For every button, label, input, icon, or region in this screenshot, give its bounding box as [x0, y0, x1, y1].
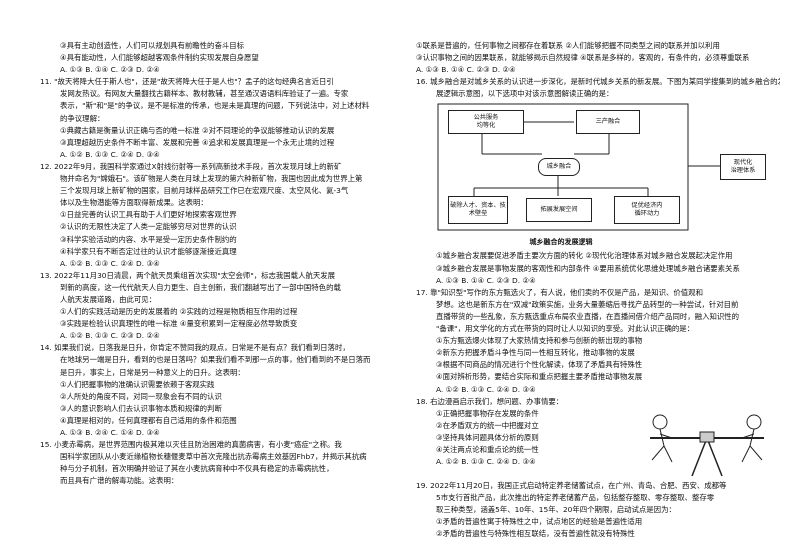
- text-line: A. ①② B. ①③ C. ②④ D. ③④: [60, 149, 160, 159]
- question-16-block: ①联系是普遍的，任何事物之间都存在着联系 ②人们能够把握不同类型之间的联系并加以…: [416, 40, 780, 100]
- box-modern-governance: 现代化 治理体系: [720, 154, 766, 181]
- text-line: 19. 2022年11月20日，我国正式启动特定养老储蓄试点，在广州、青岛、合肥…: [416, 480, 727, 490]
- text-line: ③坚持具体问题具体分析的原则: [436, 432, 539, 442]
- text-line: 发网友热议。有网友大量翻找古籍样本、教材教辅，甚至通汉语语料库验证了一遍。专家: [60, 89, 349, 99]
- text-line: ②认识的无限性决定了人类一定能够穷尽对世界的认识: [60, 222, 237, 232]
- text-line: 国科学家团队从小麦近缘植物长穗偃麦草中首次克隆出抗赤霉病主效基因Fhb7，并揭示…: [60, 452, 367, 462]
- text-line: ①矛盾的普遍性寓于特殊性之中，试点地区的经验是普遍性适用: [436, 516, 643, 526]
- text-line: 15. 小麦赤霉病，是世界范围内极其难以灭佳且防治困难的真菌病害，有小麦"癌症"…: [40, 440, 342, 450]
- text-line: ②在矛盾双方的统一中把握对立: [436, 420, 539, 430]
- text-line: ②人所处的角度不同，对同一现象会有不同的认识: [60, 391, 222, 401]
- text-line: 13. 2022年11月30日清晨，两个航天员乘组首次实现"太空会师"，标志我国…: [40, 270, 336, 280]
- question-18-text: 18. 右边漫画启示我们，想问题、办事情要： ①正确把握事物存在发展的条件 ②在矛盾…: [416, 396, 636, 469]
- text-line: ③科学实验活动的内容、水平是受一定历史条件制约的: [60, 234, 237, 244]
- text-line: 16. 城乡融合是对城乡关系的认识进一步深化，是新时代城乡关系的新发展。下图为某…: [416, 77, 780, 87]
- text-line: 体以及生物潜能等方面取得新成果。这表明：: [60, 198, 208, 208]
- text-line: A. ①② B. ①③ C. ②④ D. ③④: [436, 457, 536, 467]
- text-line: 物并命名为"嫦娥石"。该矿物是人类在月球上发现的第六种新矿物，我国也因此成为世界…: [60, 174, 363, 184]
- text-line: 三个发现月球上新矿物的国家，目前月球样品研究工作已在宏观尺度、太空风化、氦-3气: [60, 186, 349, 196]
- box-talent-barriers: 破除人才、资本、技术壁垒: [448, 196, 508, 225]
- text-line: ③根据不同商品的情况进行个性化解读，体现了矛盾具有特殊性: [436, 360, 643, 370]
- question-18-block: 18. 右边漫画启示我们，想问题、办事情要： ①正确把握事物存在发展的条件 ②在矛盾…: [416, 396, 780, 480]
- text-line: 种与分子机制，首次明确并验证了其在小麦抗病育种中不仅具有稳定的赤霉病抗性，: [60, 464, 334, 474]
- text-line: 11. "故天将降大任于斯人也"，还是"故天将降大任于是人也"？孟子的这句经典名…: [40, 77, 334, 87]
- question-19-block: 19. 2022年11月20日，我国正式启动特定养老储蓄试点，在广州、青岛、合肥…: [416, 480, 780, 540]
- text-line: ①典藏古籍是衡量认识正确与否的唯一标准 ②对不同理论的争议能够推动认识的发展: [60, 125, 335, 135]
- text-line: ①人们的实践活动是历史的发展着的 ②实践的过程是物质相互作用的过程: [60, 307, 298, 317]
- tug-of-war-cartoon-icon: [650, 414, 764, 476]
- text-line: 展逻辑示意图，以下选项中对该示意图解读正确的是：: [436, 89, 614, 99]
- text-line: ②矛盾的普遍性与特殊性相互联结，没有普遍性就没有特殊性: [436, 528, 635, 538]
- text-line: ②新东方把握矛盾斗争性与同一性相互转化，推动事物的发展: [436, 348, 635, 358]
- text-line: A. ①③ B. ①④ C. ②③ D. ②④: [60, 65, 160, 75]
- text-line: A. ①③ B. ②④ C. ①④ D. ③④: [60, 428, 160, 437]
- text-line: ④关注两点论和重点论的统一性: [436, 444, 539, 454]
- text-line: 人航天发展道路，由此可见：: [60, 294, 157, 304]
- text-line: ①日益完善的认识工具有助于人们更好地探索客观世界: [60, 210, 237, 220]
- left-column: ③具有主动创造性，人们可以规划具有前瞻性的奋斗目标 ④具有能动性，人们能够超越客观…: [40, 40, 404, 487]
- text-line: 而且具有广谱的解毒功能。这表明：: [60, 476, 179, 486]
- text-line: ④真理是相对的，任何真理都有自己适用的条件和范围: [60, 415, 237, 425]
- text-line: ③认识事物之间的因果联系，就能够揭示自然规律 ④联系是多样的，客观的，有条件的，…: [416, 53, 750, 63]
- text-line: 到新的高度，这一代代航天人自力更生、自主创新，我们翻越写出了一部中国特色的载: [60, 282, 341, 292]
- text-line: 在地球另一端是日升，看到的也是日落吗？如果我们看不到那一点的事，他们看到的不是日…: [60, 355, 371, 365]
- text-line: 梦想。这也是新东方在"双减"政策实施，业务大量萎缩后寻找产品转型的一种尝试，针对…: [436, 299, 739, 309]
- text-line: A. ①② B. ①③ C. ②④ D. ③④: [436, 384, 536, 394]
- text-line: ①联系是普遍的，任何事物之间都存在着联系 ②人们能够把握不同类型之间的联系并加以…: [416, 41, 720, 50]
- box-industry-fusion: 三产融合: [576, 110, 640, 135]
- text-line: A. ①③ B. ①④ C. ②③ D. ②④: [416, 65, 516, 75]
- diagram-caption: 城乡融合的发展逻辑: [529, 238, 593, 247]
- urban-rural-diagram: 公共服务 均等化 三产融合 城乡融合 现代化 治理体系 破除人才、资本、技术壁垒…: [434, 102, 780, 248]
- text-line: "备课"，用文学化的方式在带货的同时让人以知识的享受。对此认识正确的是：: [436, 324, 695, 334]
- text-line: 12. 2022年9月，我国科学家通过X射线衍射等一系列高新技术手段，首次发现月…: [40, 161, 342, 171]
- question-16-17-block: ①城乡融合发展要促进矛盾主要次方面的转化 ②现代化治理体系对城乡融合发展起决定作…: [416, 250, 780, 395]
- box-public-service: 公共服务 均等化: [448, 110, 524, 135]
- diagram-arrows: [437, 103, 720, 231]
- text-line: ④面对辨析形势，要结合实际和重点把握主要矛盾推动事物发展: [436, 372, 643, 382]
- text-line: A. ①② B. ①③ C. ②③ D. ②④: [60, 331, 160, 341]
- text-line: ①正确把握事物存在发展的条件: [436, 408, 539, 418]
- text-line: ③具有主动创造性，人们可以规划具有前瞻性的奋斗目标: [60, 41, 245, 50]
- text-line: ④具有能动性，人们能够超越客观条件制约实现发展自身愿望: [60, 53, 259, 63]
- text-line: ①东方甄选爆火体现了大家热情支持和参与创新的新出现的事物: [436, 336, 643, 346]
- text-line: 的争议理解：: [60, 113, 105, 123]
- box-expand-space: 拓展发展空间: [526, 198, 592, 223]
- text-line: ③城乡融合发展是事物发展的客观性和内部条件 ④要用系统优化思维处理城乡融合诸要素…: [436, 263, 740, 273]
- box-economic-cycle: 促优经济内 循环动力: [614, 196, 680, 225]
- text-line: ①城乡融合发展要促进矛盾主要次方面的转化 ②现代化治理体系对城乡融合发展起决定作…: [436, 251, 733, 261]
- text-line: A. ①③ B. ①④ C. ②③ D. ②④: [436, 275, 536, 285]
- text-line: 14. 如果我们说，日落我是日升，你肯定不赞同我的观点，日常是不是有点？我们看到…: [40, 343, 350, 353]
- text-line: 5市支行首批产品，此次推出的特定养老储蓄产品，包括整存整取、零存整取、整存零: [436, 492, 715, 502]
- text-line: ④科学家只有不断否定过往的认识才能够逐渐接近真理: [60, 246, 237, 256]
- text-line: ③真理超越历史条件不断丰富、发展和完善 ④追求和发展真理是一个永无止境的过程: [60, 137, 335, 147]
- right-column: ①联系是普遍的，任何事物之间都存在着联系 ②人们能够把握不同类型之间的联系并加以…: [416, 40, 780, 540]
- text-line: 是日升，事实上，日常是另一种意义上的日升。这表明：: [60, 367, 245, 377]
- text-line: 18. 右边漫画启示我们，想问题、办事情要：: [416, 396, 564, 406]
- text-line: A. ①② B. ①③ C. ②④ D. ③④: [60, 258, 160, 268]
- text-line: 直播带货的一些乱象，东方甄选重点布局农业直播，在直播间借介绍产品同时，融入知识性…: [436, 311, 740, 321]
- text-line: ③人的意识影响人们去认识事物本质和规律的判断: [60, 403, 222, 413]
- text-line: 表示，"斯"和"是"的争议，是不是标准的传承，也是未是真理的问题，下列说法中，对…: [60, 101, 370, 111]
- text-line: ①人们把握事物的准确认识需要依赖于客观实践: [60, 379, 215, 389]
- text-line: 取三种类型，涵盖5年、10年、15年、20年四个期限，启动试点是因为：: [436, 504, 676, 514]
- text-line: 17. 靠"知识型"写作的东方甄选火了，有人说，他们卖的不仅是产品，是知识、价值…: [416, 287, 703, 297]
- text-line: ③实践是检验认识真理性的唯一标准 ④量变积累到一定程度必然导致质变: [60, 319, 298, 329]
- box-urban-rural-fusion: 城乡融合: [538, 158, 580, 177]
